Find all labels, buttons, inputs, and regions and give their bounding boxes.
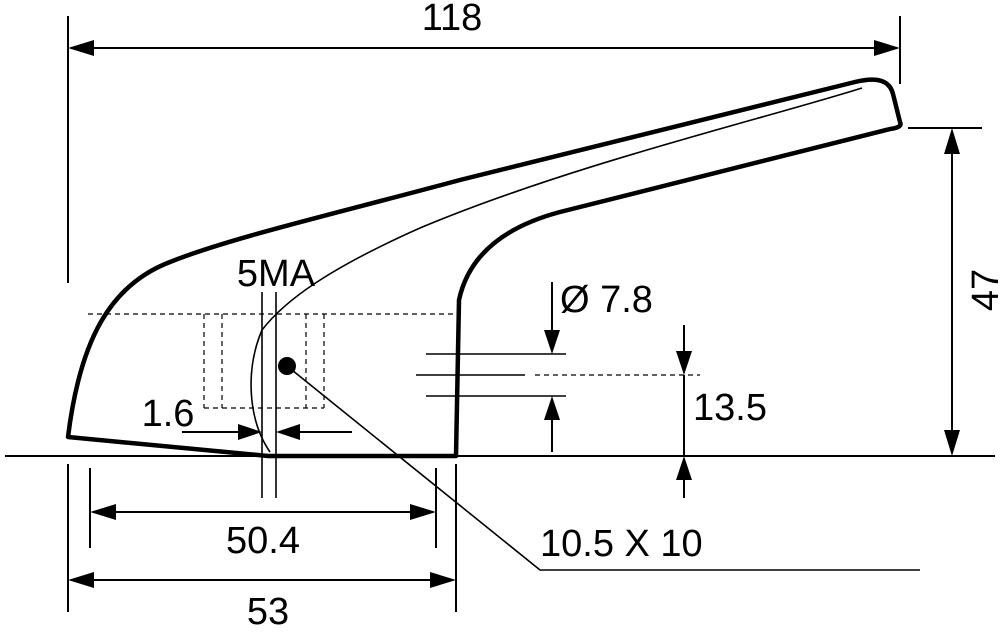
label-bore-diameter: Ø 7.8 (560, 279, 653, 321)
dim-axis-height (676, 325, 692, 498)
handle-inner-curve (250, 87, 863, 453)
label-axis-height: 13.5 (693, 387, 767, 429)
label-offset: 1.6 (142, 393, 195, 435)
label-body: 5MA (237, 253, 316, 295)
dim-inner-length (89, 468, 437, 548)
spline-leader (286, 365, 920, 571)
label-height: 47 (965, 269, 1000, 311)
label-inner-length: 50.4 (226, 520, 300, 562)
dim-offset (182, 424, 352, 440)
label-spline: 10.5 X 10 (540, 523, 703, 565)
dim-height (908, 127, 982, 456)
dim-base-length (67, 464, 457, 612)
dim-bore-diameter (416, 282, 700, 452)
hidden-insert (88, 313, 456, 409)
label-overall-length: 118 (422, 0, 483, 39)
dim-overall-length (67, 16, 901, 283)
label-base-length: 53 (247, 591, 289, 632)
handle-outline (65, 77, 903, 459)
